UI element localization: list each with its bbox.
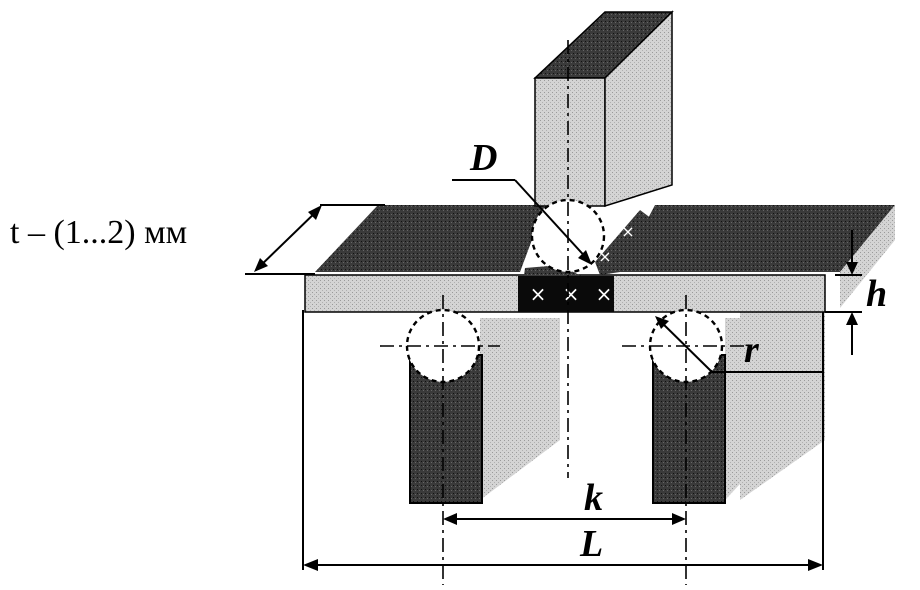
specimen-top-right: [620, 205, 895, 272]
bend-mark-2: ×: [621, 222, 634, 241]
weld-mark-1: ×: [530, 282, 547, 306]
length-label: L: [579, 523, 603, 565]
punch-front-face: [534, 77, 606, 207]
thickness-dim-line: [255, 207, 321, 271]
diameter-label: D: [469, 137, 497, 179]
radius-line: [656, 317, 713, 373]
thickness-label: t – (1...2) мм: [10, 214, 187, 251]
thickness-arrow-bottom: [254, 258, 268, 272]
left-slot-shadow: [480, 318, 560, 500]
right-slot-shadow: [725, 318, 800, 500]
height-arrow-top: [846, 262, 858, 275]
weld-block: [518, 276, 614, 312]
bent-zone-right: [595, 210, 660, 275]
length-arrow-right: [808, 559, 823, 571]
diameter-leader-diagonal: [514, 179, 591, 263]
radius-arrow: [655, 316, 669, 329]
punch-side-face: [604, 10, 673, 208]
thickness-arrow-top: [308, 205, 322, 220]
specimen-end-face: [840, 205, 895, 308]
weld-mark-3: ×: [596, 282, 613, 306]
height-arrow-bottom: [846, 312, 858, 325]
length-arrow-left: [303, 559, 318, 571]
diameter-arrow: [578, 250, 592, 265]
bend-mark-1: ×: [598, 247, 611, 266]
spacing-arrow-left: [443, 513, 457, 525]
spacing-label: k: [584, 477, 603, 519]
spacing-arrow-right: [672, 513, 686, 525]
specimen-top-left: [315, 205, 545, 272]
height-label: h: [866, 273, 887, 315]
radius-label: r: [744, 329, 760, 371]
weld-mark-2: ×: [563, 282, 580, 306]
